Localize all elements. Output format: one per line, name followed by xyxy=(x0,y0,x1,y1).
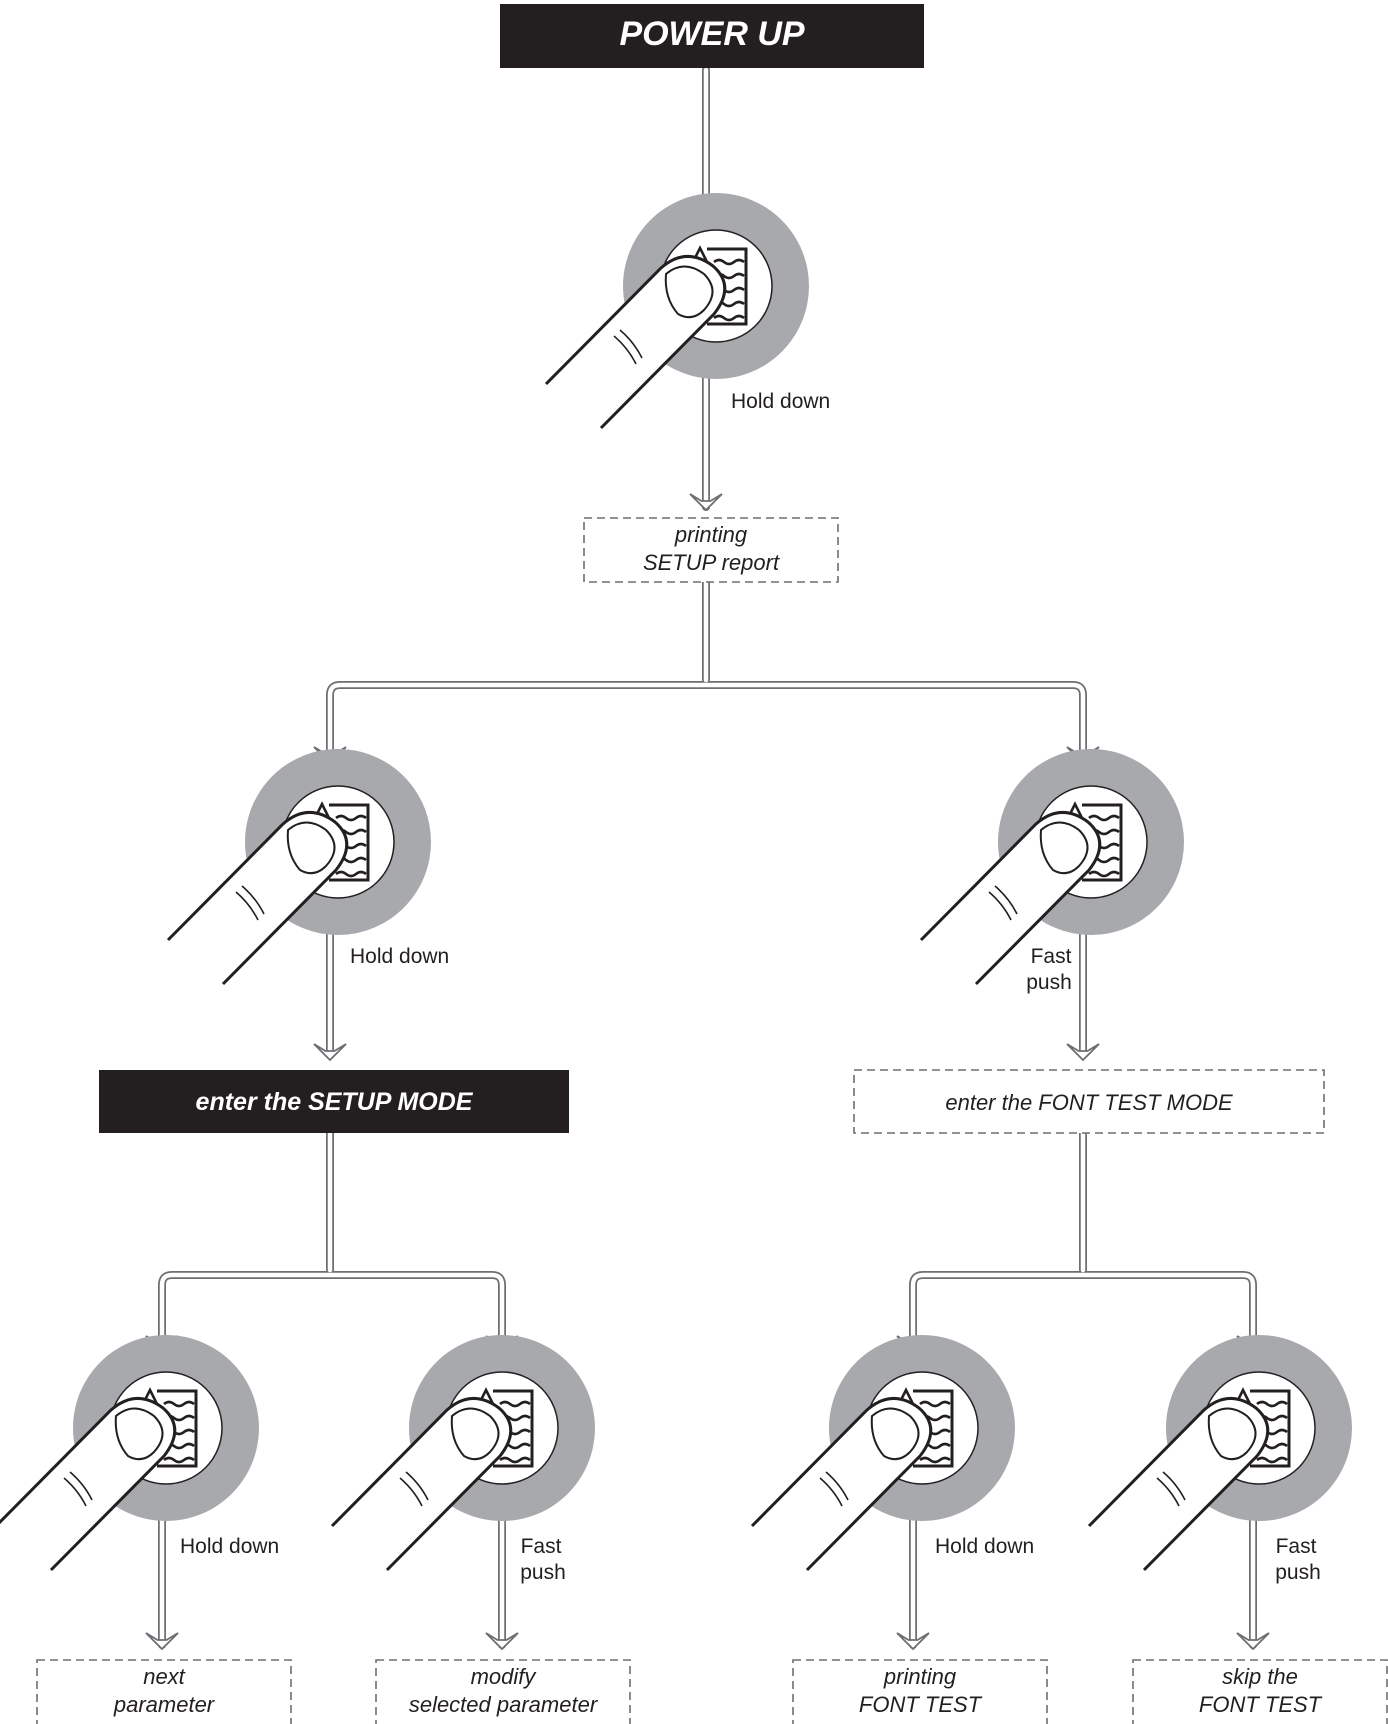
action-label-print-font: Hold down xyxy=(935,1535,1034,1558)
action-label-setup: Hold down xyxy=(350,945,449,968)
printing-font-test-box: printing FONT TEST xyxy=(793,1660,1047,1724)
action-label-top: Hold down xyxy=(731,390,830,413)
power-up-title: POWER UP xyxy=(619,15,804,53)
action-label-skip-font-1: Fast xyxy=(1276,1535,1317,1558)
action-label-skip-font-2: push xyxy=(1275,1561,1321,1584)
setup-report-line2: SETUP report xyxy=(643,550,780,575)
next-parameter-line1: next xyxy=(143,1664,185,1689)
setup-mode-title: enter the SETUP MODE xyxy=(196,1088,474,1116)
font-test-mode-title: enter the FONT TEST MODE xyxy=(945,1090,1233,1115)
font-test-mode-box: enter the FONT TEST MODE xyxy=(854,1070,1324,1133)
printing-font-test-line1: printing xyxy=(883,1664,957,1689)
setup-report-line1: printing xyxy=(674,522,748,547)
action-label-modify-1: Fast xyxy=(521,1535,562,1558)
action-label-font-2: push xyxy=(1026,971,1072,994)
action-label-next: Hold down xyxy=(180,1535,279,1558)
power-up-box: POWER UP xyxy=(500,4,924,68)
setup-report-box: printing SETUP report xyxy=(584,518,838,582)
skip-font-test-line2: FONT TEST xyxy=(1199,1692,1323,1717)
skip-font-test-box: skip the FONT TEST xyxy=(1133,1660,1387,1724)
next-parameter-line2: parameter xyxy=(113,1692,216,1717)
action-label-modify-2: push xyxy=(520,1561,566,1584)
modify-parameter-box: modify selected parameter xyxy=(376,1660,630,1724)
modify-parameter-line2: selected parameter xyxy=(409,1692,599,1717)
printing-font-test-line2: FONT TEST xyxy=(859,1692,983,1717)
next-parameter-box: next parameter xyxy=(37,1660,291,1724)
setup-mode-box: enter the SETUP MODE xyxy=(99,1070,569,1133)
modify-parameter-line1: modify xyxy=(471,1664,538,1689)
skip-font-test-line1: skip the xyxy=(1222,1664,1298,1689)
action-label-font-1: Fast xyxy=(1031,945,1072,968)
